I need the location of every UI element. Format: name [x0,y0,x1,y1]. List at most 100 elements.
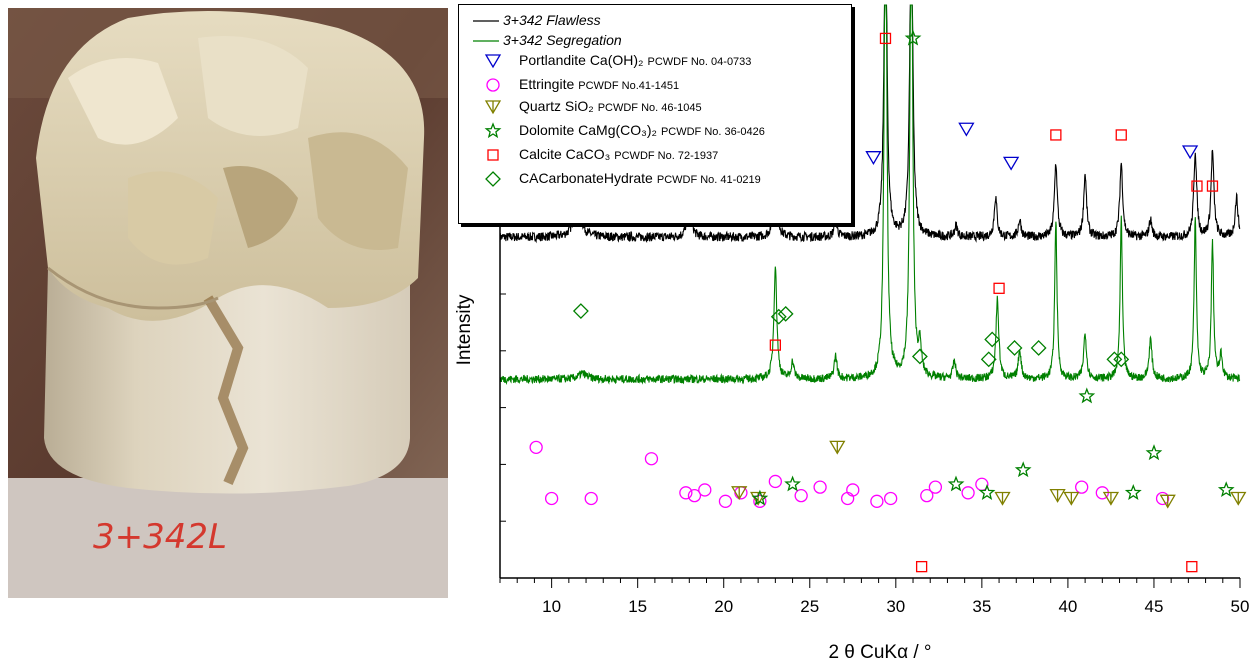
legend-symbol [484,54,502,69]
portlandite-marker [1002,156,1020,171]
legend-marker [487,149,499,161]
ettringite-marker [813,480,827,494]
ettringite-marker [687,488,702,503]
y-axis-title: Intensity [454,294,475,365]
legend-symbol [473,40,499,42]
legend-name: Quartz SiO₂ [519,98,594,114]
portlandite-marker [1181,145,1199,160]
caCarbonateHydrate-marker [984,331,1001,348]
legend-item: 3+342 Segregation [459,31,851,51]
dolomite-marker [1217,481,1235,498]
legend-marker [485,171,501,187]
legend-ref: PCWDF No.41-1451 [578,80,680,92]
legend-name: 3+342 Flawless [503,12,601,28]
caCarbonateHydrate-marker [1106,351,1123,368]
legend-ref: PCWDF No. 41-0219 [656,174,761,186]
legend-label: 3+342 Flawless [503,12,601,28]
quartz-marker [829,440,846,455]
caCarbonateHydrate-marker [1113,351,1130,368]
legend-symbol [487,149,499,161]
caCarbonateHydrate-marker [980,351,997,368]
dolomite-marker [1145,444,1163,461]
ettringite-marker [920,488,934,503]
quartz-marker [1102,491,1120,506]
legend-ref: PCWDF No. 36-0426 [660,126,765,138]
ettringite-marker [1155,491,1170,506]
legend-marker [484,122,502,139]
calcite-marker [1115,129,1127,141]
legend-symbol [486,78,500,92]
ettringite-marker [768,474,782,489]
series-line-flawless [499,4,1241,244]
dolomite-marker [1014,461,1032,478]
legend-marker [486,78,500,92]
legend-name: CACarbonateHydrate [519,170,653,186]
legend-symbol [473,20,499,22]
dolomite-marker [1078,387,1096,404]
ettringite-marker [753,494,767,508]
legend-symbol [484,100,502,115]
ettringite-marker [544,491,559,506]
calcite-marker [915,560,928,573]
quartz-marker [1049,488,1066,503]
legend-ref: PCWDF No. 04-0733 [647,56,752,68]
dolomite-marker [978,483,996,500]
x-tick-label: 15 [628,597,647,616]
legend-name: 3+342 Segregation [503,32,622,48]
legend-item: 3+342 Flawless [459,11,851,31]
legend-ref: PCWDF No. 72-1937 [614,150,719,162]
sample-label: 3+342L [93,517,227,557]
calcite-marker [1050,129,1062,141]
legend-symbol [484,122,502,139]
ettringite-marker [884,491,898,506]
x-tick-label: 40 [1058,597,1077,616]
portlandite-marker [958,122,975,137]
legend-name: Portlandite Ca(OH)₂ [519,52,644,68]
calcite-marker [1191,180,1203,192]
ettringite-marker [840,491,855,506]
ettringite-marker [679,486,693,500]
quartz-marker [1230,491,1247,506]
dolomite-marker [751,489,769,506]
legend-name: Calcite CaCO₃ [519,146,611,162]
ettringite-marker [961,486,975,500]
legend-name: Ettringite [519,76,575,92]
legend-symbol [485,171,501,187]
x-tick-label: 35 [972,597,991,616]
caCarbonateHydrate-marker [1006,340,1023,356]
ettringite-marker [870,494,884,508]
ettringite-marker [1075,480,1089,494]
quartz-marker [994,491,1011,506]
dolomite-marker [784,475,801,492]
ettringite-marker [846,483,860,497]
ettringite-marker [644,452,659,466]
ettringite-marker [698,483,712,497]
calcite-marker [1186,560,1198,573]
caCarbonateHydrate-marker [770,308,787,325]
x-axis-title: 2 θ CuKα / ° [828,642,931,662]
caCarbonateHydrate-marker [777,305,794,322]
dolomite-marker [1124,484,1142,500]
x-tick-label: 50 [1231,597,1250,616]
ettringite-marker [718,494,733,508]
ettringite-marker [584,491,598,506]
ettringite-marker [529,440,543,455]
calcite-marker [879,32,892,45]
x-tick-label: 30 [886,597,905,616]
legend-marker [484,100,502,115]
quartz-marker [1159,494,1176,509]
x-tick-label: 10 [542,597,561,616]
